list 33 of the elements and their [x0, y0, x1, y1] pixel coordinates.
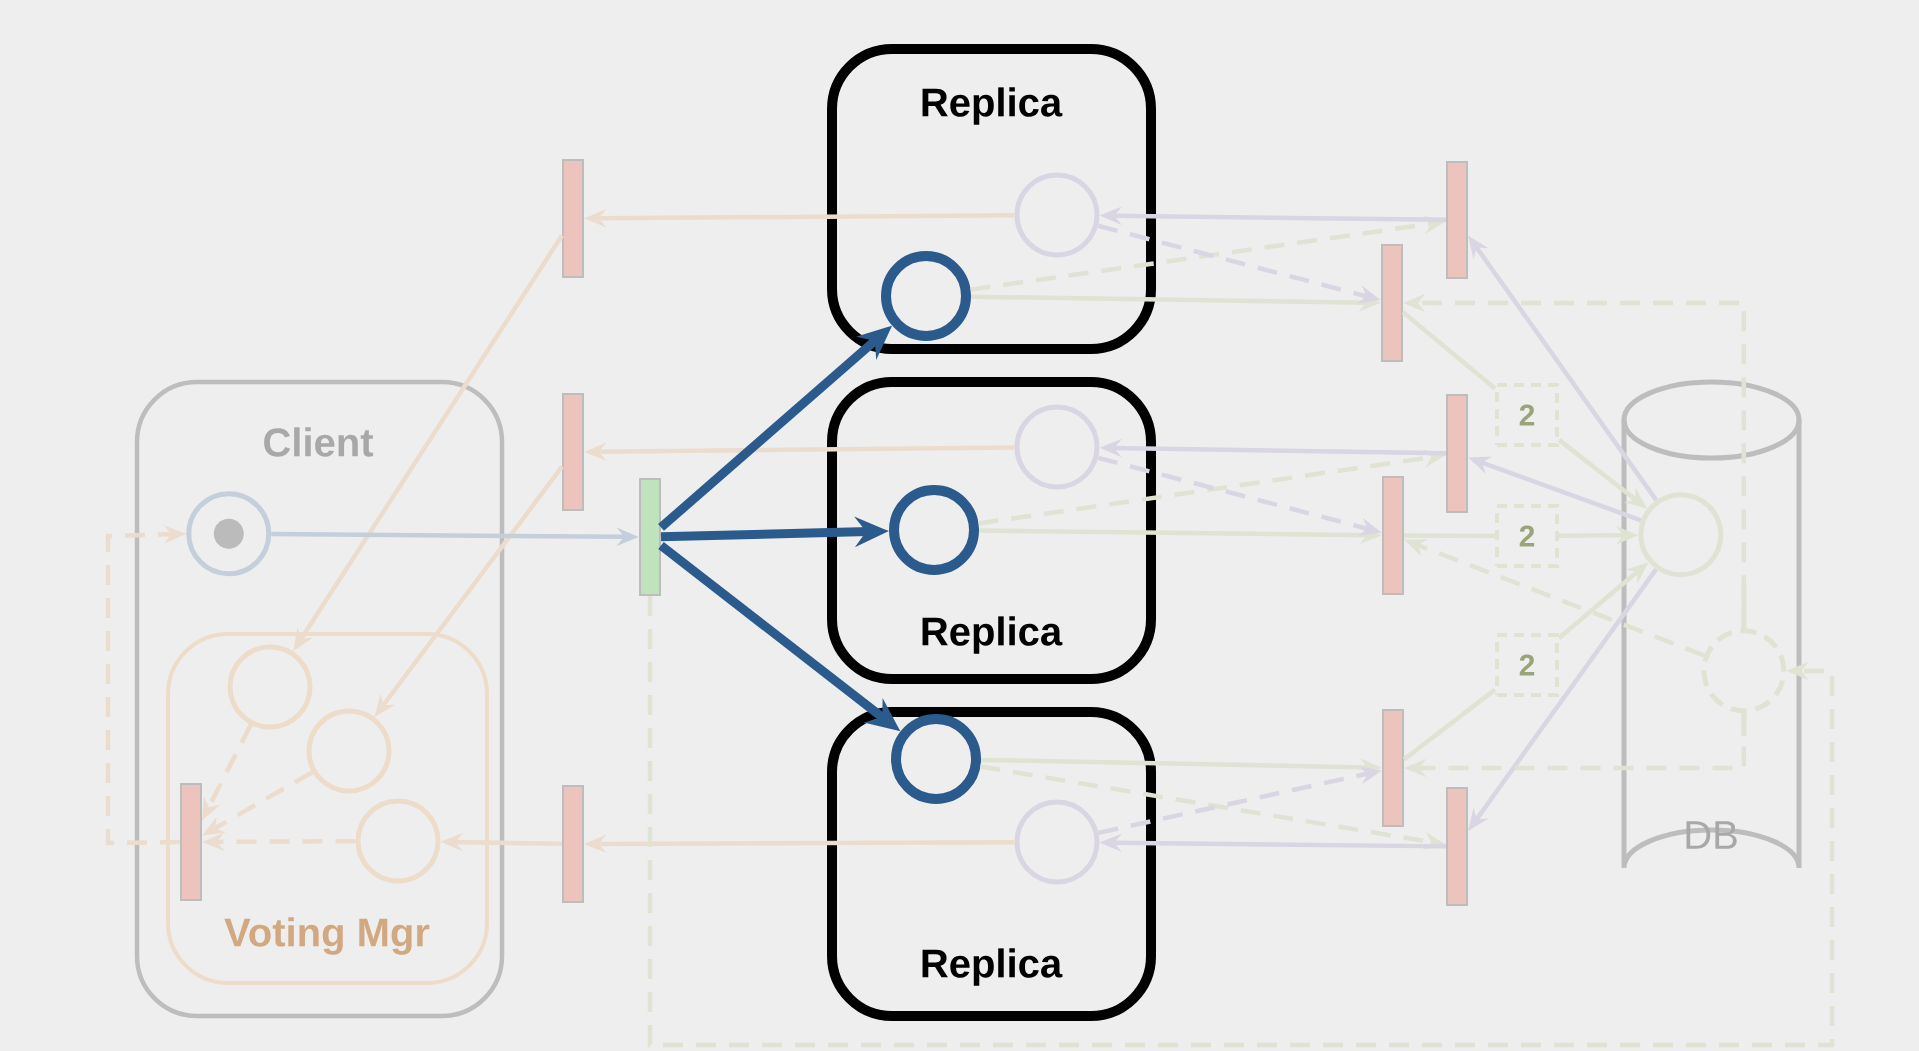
place-circle — [1638, 492, 1724, 578]
weight-box: 2 — [1495, 383, 1559, 447]
node-label: DB — [1686, 821, 1737, 849]
transition-bar — [562, 159, 584, 278]
place-circle — [1014, 404, 1100, 490]
transition-bar — [1382, 476, 1404, 595]
weight-box: 2 — [1495, 504, 1559, 568]
arc-arrow — [647, 596, 1835, 1048]
place-circle — [1014, 172, 1100, 258]
transition-bar — [639, 478, 661, 596]
weight-box: 2 — [1495, 633, 1559, 697]
place-circle — [1014, 799, 1100, 885]
place-circle — [186, 491, 272, 577]
place-circle — [355, 798, 441, 884]
replica-box: Replica — [827, 377, 1156, 684]
voting-manager-box: Voting Mgr — [166, 632, 489, 985]
replica-box: Replica — [827, 707, 1156, 1021]
transition-bar — [1446, 394, 1468, 513]
place-circle — [881, 251, 971, 341]
transition-bar — [1382, 709, 1404, 827]
transition-bar — [562, 785, 584, 903]
place-circle — [1701, 586, 1787, 736]
transition-bar — [1446, 161, 1468, 279]
replica-box: Replica — [827, 44, 1156, 354]
place-circle — [891, 714, 981, 804]
transition-bar — [562, 393, 584, 511]
place-circle — [227, 644, 313, 730]
place-circle — [306, 708, 392, 794]
transition-bar — [180, 783, 202, 901]
place-circle — [889, 485, 979, 575]
database-cylinder: DB — [1621, 379, 1802, 871]
transition-bar — [1446, 787, 1468, 906]
transition-bar — [1381, 244, 1403, 362]
